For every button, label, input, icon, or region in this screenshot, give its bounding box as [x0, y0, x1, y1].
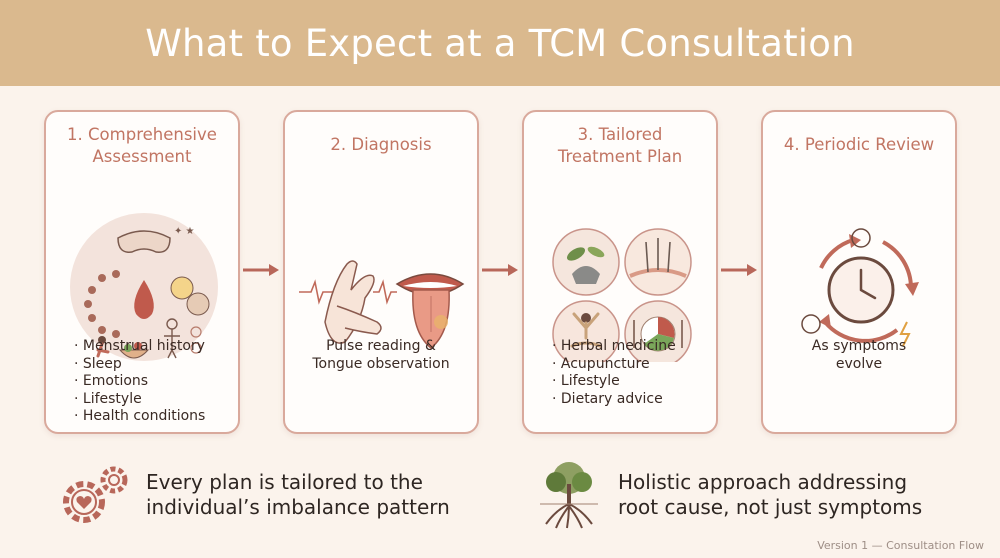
step-title: 3. Tailored Treatment Plan: [557, 125, 683, 166]
flow-arrow-icon: [482, 264, 518, 276]
pulse-tongue-icon: [299, 260, 465, 349]
step-title: 1. Comprehensive Assessment: [67, 125, 217, 166]
assessment-collage-icon: ✦ ★: [70, 213, 218, 361]
list-item: Lifestyle: [74, 391, 205, 409]
note-line: individual’s imbalance pattern: [146, 495, 450, 519]
list-item: Health conditions: [74, 408, 205, 426]
step-title: 4. Periodic Review: [783, 135, 935, 154]
flow-arrow-icon: [721, 264, 757, 276]
flow-arrow-icon: [243, 264, 279, 276]
note-tailored-plan: Every plan is tailored to the individual…: [58, 460, 450, 530]
treatment-circles-icon: [552, 228, 692, 362]
list-item: Emotions: [74, 373, 205, 391]
version-footer: Version 1 — Consultation Flow: [817, 539, 984, 552]
note-line: Holistic approach addressing: [618, 470, 908, 494]
treatment-list: Herbal medicine Acupuncture Lifestyle Di…: [552, 338, 676, 408]
diagnosis-description: Pulse reading & Tongue observation: [312, 338, 450, 372]
list-item: Sleep: [74, 356, 205, 374]
step-card-assessment: 1. Comprehensive Assessment ✦ ★ Menstrua…: [44, 110, 240, 434]
gears-heart-icon: [63, 466, 128, 523]
list-item: Dietary advice: [552, 391, 676, 409]
step-card-diagnosis: 2. Diagnosis Pulse reading & Tongue obse…: [283, 110, 479, 434]
note-line: root cause, not just symptoms: [618, 495, 923, 519]
list-item: Lifestyle: [552, 373, 676, 391]
list-item: Acupuncture: [552, 356, 676, 374]
review-cycle-icon: [801, 228, 919, 347]
tree-roots-icon: [540, 462, 598, 529]
review-description: As symptoms evolve: [811, 338, 907, 372]
step-title: 2. Diagnosis: [330, 135, 432, 154]
note-line: Every plan is tailored to the: [146, 470, 423, 494]
assessment-list: Menstrual history Sleep Emotions Lifesty…: [74, 338, 205, 426]
step-card-treatment: 3. Tailored Treatment Plan Herbal medici…: [522, 110, 718, 434]
page-title: What to Expect at a TCM Consultation: [145, 21, 855, 65]
list-item: Herbal medicine: [552, 338, 676, 356]
svg-text:✦ ★: ✦ ★: [174, 226, 195, 237]
header-banner: What to Expect at a TCM Consultation: [0, 0, 1000, 86]
step-card-review: 4. Periodic Review As symptoms evolve: [761, 110, 957, 434]
list-item: Menstrual history: [74, 338, 205, 356]
note-holistic-approach: Holistic approach addressing root cause,…: [532, 460, 922, 530]
